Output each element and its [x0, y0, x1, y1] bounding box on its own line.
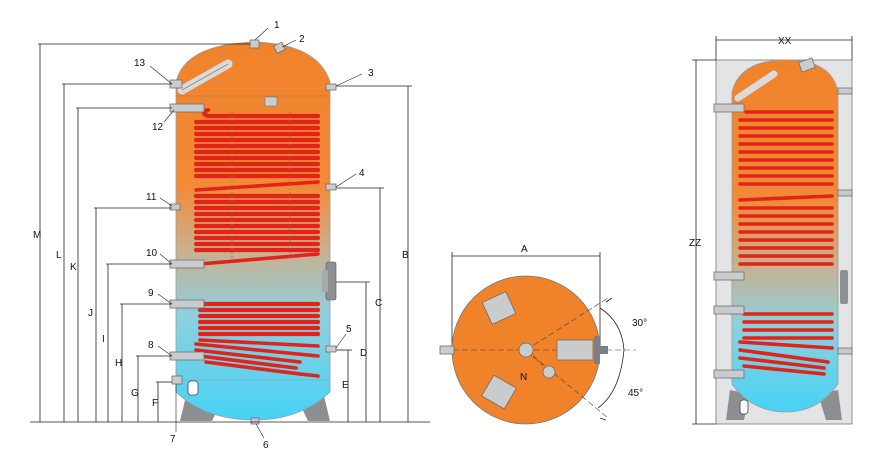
dim-label-c: C: [375, 298, 382, 309]
top-side-flange: [594, 336, 600, 364]
insulated-view: XX ZZ: [689, 36, 853, 425]
insulated-lower-coil: [738, 312, 834, 376]
dim-label-d: D: [360, 348, 367, 359]
port-label-6: 6: [263, 440, 269, 451]
insulated-port-mid: [713, 271, 745, 281]
dim-label-l: L: [56, 250, 62, 261]
port-12: [169, 103, 205, 113]
side-view: 1 2 3 4 5 6 7 8 9 10 11 12 13 M L K J I …: [30, 20, 430, 451]
port-label-1: 1: [274, 20, 280, 31]
port-label-7: 7: [170, 434, 176, 445]
dim-label-e: E: [342, 380, 349, 391]
dim-label-b: B: [402, 250, 409, 261]
port-5: [325, 345, 337, 353]
port-label-12: 12: [152, 122, 164, 133]
top-port-left: [439, 345, 455, 355]
insulated-port-bottom: [713, 369, 745, 379]
port-1: [249, 39, 260, 49]
insulated-port-upper: [713, 103, 745, 113]
port-label-10: 10: [146, 248, 158, 259]
dimension-lines-right: [336, 85, 412, 422]
port-label-9: 9: [148, 288, 154, 299]
top-port-center: [518, 342, 534, 358]
angle-label-45: 45°: [628, 388, 643, 399]
insulated-port-lower: [713, 305, 745, 315]
dim-label-i: I: [102, 334, 105, 345]
dim-label-g: G: [131, 388, 139, 399]
port-label-11: 11: [146, 192, 157, 203]
port-11: [169, 203, 181, 211]
port-2: [273, 41, 286, 54]
top-flange-upper: [481, 291, 517, 325]
insulated-tank-body: [731, 59, 839, 413]
top-view: A N 30° 45°: [439, 244, 647, 425]
port-3: [325, 83, 337, 91]
port-9: [169, 299, 205, 309]
dimension-lines-left: [30, 43, 430, 423]
flange-box: [264, 96, 278, 107]
top-dim-n: N: [520, 372, 527, 383]
port-10: [169, 259, 205, 269]
upper-coil: [193, 107, 321, 266]
dim-label-f: F: [152, 398, 158, 409]
port-7: [171, 375, 183, 385]
dim-label-j: J: [88, 308, 93, 319]
port-label-4: 4: [359, 168, 365, 179]
drain-hatch: [187, 380, 199, 396]
leader-lines: [149, 27, 363, 439]
top-dim-a: A: [521, 244, 528, 255]
port-label-13: 13: [134, 58, 146, 69]
dim-label-m: M: [33, 230, 41, 241]
port-4: [325, 183, 337, 191]
port-label-3: 3: [368, 68, 374, 79]
dim-label-xx: XX: [778, 36, 792, 47]
dim-label-h: H: [115, 358, 122, 369]
port-label-8: 8: [148, 340, 154, 351]
insulated-upper-coil: [738, 110, 834, 266]
top-heater-box: [556, 339, 594, 361]
dim-label-zz: ZZ: [689, 238, 701, 249]
port-label-5: 5: [346, 324, 352, 335]
top-flange-lower: [481, 374, 517, 410]
port-label-2: 2: [299, 34, 305, 45]
angle-label-30: 30°: [632, 318, 647, 329]
lower-coil: [194, 301, 321, 378]
dim-label-k: K: [70, 262, 77, 273]
top-port-offset: [542, 365, 556, 379]
port-6: [250, 417, 260, 425]
port-8: [169, 351, 205, 361]
